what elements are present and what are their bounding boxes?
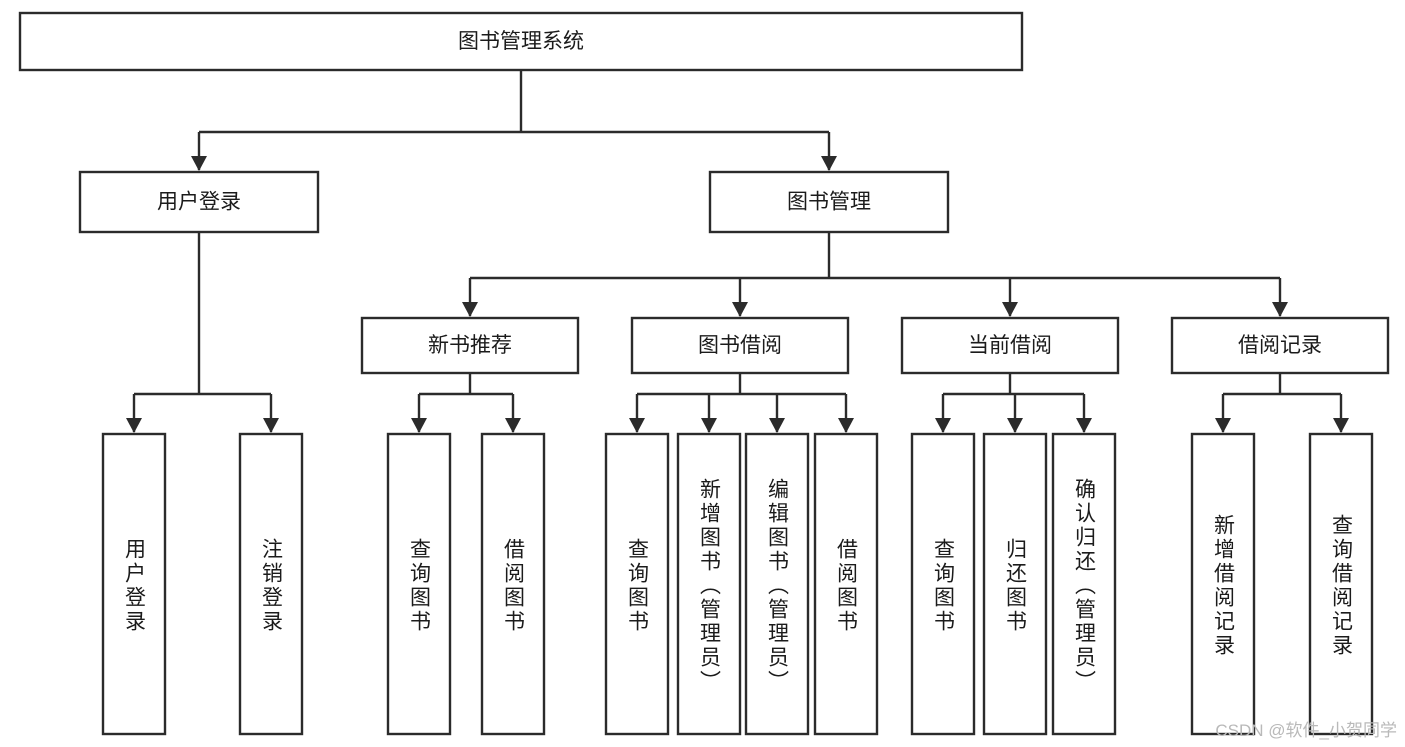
node-label-current: 当前借阅	[968, 334, 1052, 357]
arrow-head-icon	[769, 418, 785, 433]
node-label-bookmgmt: 图书管理	[787, 191, 871, 214]
node-box-leaf-add-record[interactable]	[1190, 432, 1256, 736]
node-box-leaf-confirm-return[interactable]	[1051, 432, 1117, 736]
node-box-leaf-borrow-book-new[interactable]	[480, 432, 546, 736]
arrow-head-icon	[838, 418, 854, 433]
node-box-current[interactable]	[900, 316, 1120, 375]
node-box-leaf-query-book-new[interactable]	[386, 432, 452, 736]
arrow-head-icon	[1002, 302, 1018, 317]
arrow-head-icon	[191, 156, 207, 171]
node-box-bookmgmt[interactable]	[708, 170, 950, 234]
node-box-newbook[interactable]	[360, 316, 580, 375]
arrow-head-icon	[629, 418, 645, 433]
node-box-leaf-query-record[interactable]	[1308, 432, 1374, 736]
node-box-leaf-user-login[interactable]	[101, 432, 167, 736]
node-box-leaf-add-book[interactable]	[676, 432, 742, 736]
node-box-leaf-logout[interactable]	[238, 432, 304, 736]
node-box-leaf-return-book[interactable]	[982, 432, 1048, 736]
arrow-head-icon	[126, 418, 142, 433]
arrow-head-icon	[263, 418, 279, 433]
arrow-head-icon	[732, 302, 748, 317]
node-box-leaf-query-book-borrow[interactable]	[604, 432, 670, 736]
arrow-head-icon	[505, 418, 521, 433]
node-label-records: 借阅记录	[1238, 334, 1322, 357]
node-label-root: 图书管理系统	[458, 30, 584, 53]
arrow-head-icon	[935, 418, 951, 433]
arrow-head-icon	[462, 302, 478, 317]
node-label-borrow: 图书借阅	[698, 334, 782, 357]
node-layer	[18, 11, 1390, 736]
arrow-head-icon	[411, 418, 427, 433]
arrow-head-icon	[821, 156, 837, 171]
arrow-head-icon	[701, 418, 717, 433]
node-box-leaf-borrow-book[interactable]	[813, 432, 879, 736]
arrow-head-icon	[1007, 418, 1023, 433]
node-label-login: 用户登录	[157, 191, 241, 214]
connector-layer	[126, 70, 1349, 433]
node-box-login[interactable]	[78, 170, 320, 234]
arrow-head-icon	[1333, 418, 1349, 433]
node-box-leaf-edit-book[interactable]	[744, 432, 810, 736]
node-label-newbook: 新书推荐	[428, 334, 512, 357]
node-box-borrow[interactable]	[630, 316, 850, 375]
node-box-root[interactable]	[18, 11, 1024, 72]
arrow-head-icon	[1215, 418, 1231, 433]
node-box-records[interactable]	[1170, 316, 1390, 375]
arrow-head-icon	[1076, 418, 1092, 433]
arrow-head-icon	[1272, 302, 1288, 317]
node-box-leaf-query-book-current[interactable]	[910, 432, 976, 736]
